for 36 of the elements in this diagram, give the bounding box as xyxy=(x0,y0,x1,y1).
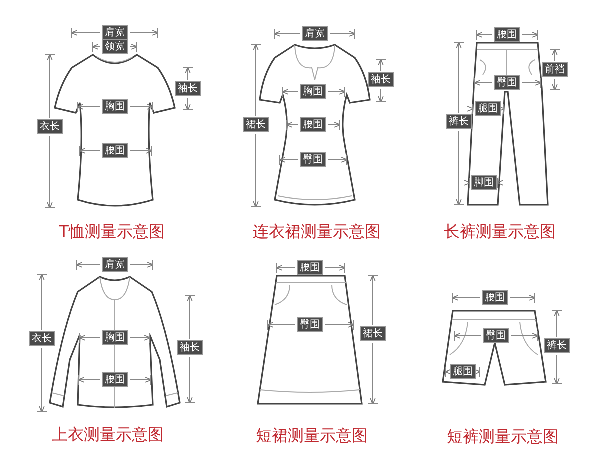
measurement-label: 腰围 xyxy=(102,144,128,158)
measurement-label: 臀围 xyxy=(494,76,520,90)
measurement-label: 肩宽 xyxy=(102,258,128,272)
measurement-label: 脚围 xyxy=(471,176,497,190)
caption: 短裤测量示意图 xyxy=(447,428,559,446)
caption: 短裙测量示意图 xyxy=(256,427,368,445)
measurement-label: 肩宽 xyxy=(102,26,128,40)
measurement-label: 前裆 xyxy=(542,62,568,78)
measurement-label: 臀围 xyxy=(483,328,509,344)
measurement-label: 领宽 xyxy=(102,40,128,54)
caption: 连衣裙测量示意图 xyxy=(253,223,381,241)
measurement-label: 袖长 xyxy=(368,72,394,88)
measurement-label: 胸围 xyxy=(300,84,326,100)
measurement-label: 臀围 xyxy=(297,318,323,332)
measurement-label: 袖长 xyxy=(175,82,201,96)
measurement-label: 胸围 xyxy=(102,100,128,114)
measurement-label: 腿围 xyxy=(475,102,501,116)
measurement-label: 腰围 xyxy=(300,118,326,132)
measurement-label: 腰围 xyxy=(102,372,128,388)
measurement-label: 腰围 xyxy=(482,290,508,306)
caption: 上衣测量示意图 xyxy=(52,426,164,444)
measurement-label: 裤长 xyxy=(544,338,570,354)
measurement-label: 胸围 xyxy=(102,330,128,346)
measurement-label: 裙长 xyxy=(243,118,269,132)
measurement-label: 衣长 xyxy=(29,332,55,346)
measurement-label: 臀围 xyxy=(300,152,326,168)
measurement-label: 袖长 xyxy=(177,340,203,356)
measurement-label: 裙长 xyxy=(360,326,386,342)
measurement-label: 衣长 xyxy=(37,120,63,134)
measurement-label: 肩宽 xyxy=(302,26,328,42)
measurement-label: 腰围 xyxy=(494,28,520,42)
measurement-label: 裤长 xyxy=(446,114,472,130)
caption: 长裤测量示意图 xyxy=(444,223,556,241)
measurement-label: 腰围 xyxy=(297,260,323,276)
measurement-label: 腿围 xyxy=(450,364,476,380)
caption: T恤测量示意图 xyxy=(59,223,165,241)
